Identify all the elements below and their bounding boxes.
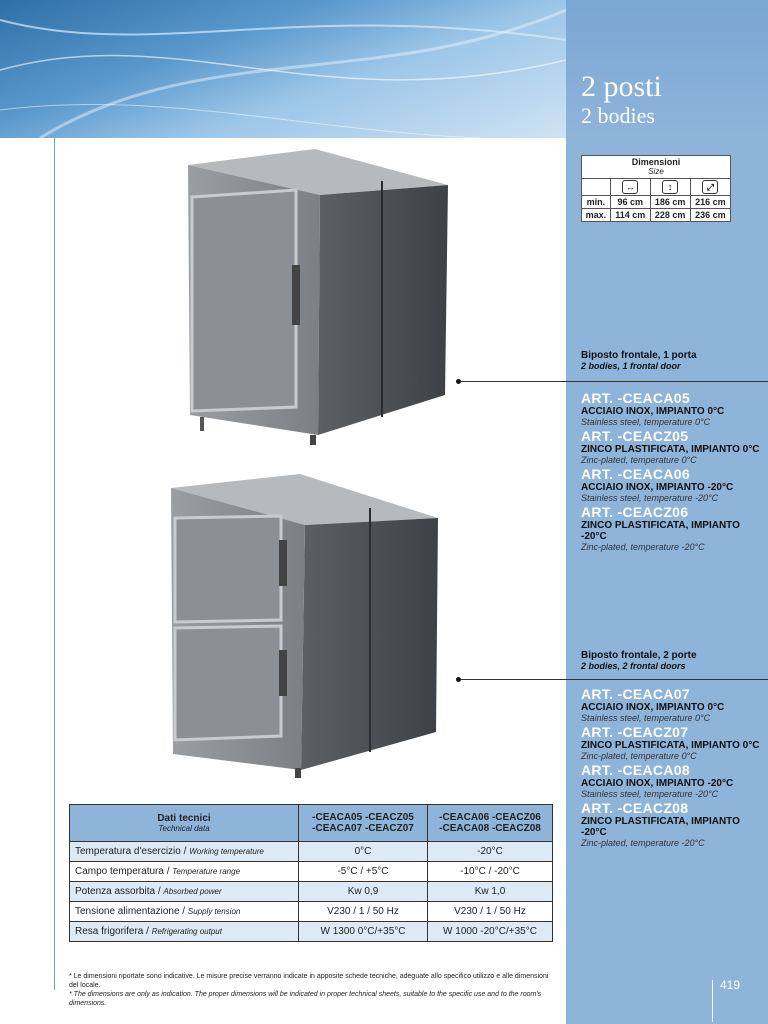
page-number: 419 (720, 978, 741, 992)
page-title: 2 posti (581, 70, 662, 103)
left-margin-rule (54, 138, 55, 990)
table-row: Campo temperatura / Temperature range -5… (69, 861, 553, 882)
depth-arrow-icon: ⤢ (702, 180, 719, 194)
callout-dot-2 (456, 677, 461, 682)
table-row: Temperatura d'esercizio / Working temper… (69, 841, 553, 862)
mortuary-fridge-1-door-image (188, 149, 448, 445)
footnotes: * Le dimensioni riportate sono indicativ… (69, 972, 559, 1008)
dimensions-row-min: min. 96 cm 186 cm 216 cm (581, 195, 732, 209)
footnote-en: * The dimensions are only as indication.… (69, 991, 542, 1007)
banner-swoosh-graphic (0, 8, 566, 138)
page-subtitle: 2 bodies (581, 103, 655, 128)
height-arrow-icon: ↕ (662, 180, 679, 194)
header-banner (0, 0, 566, 138)
callout-line-2 (460, 679, 768, 680)
dimensions-row-max: max. 114 cm 228 cm 236 cm (581, 208, 732, 222)
width-arrow-icon: ↔ (622, 180, 639, 194)
footnote-it: * Le dimensioni riportate sono indicativ… (69, 973, 549, 989)
mortuary-fridge-2-doors-image (171, 474, 438, 778)
callout-dot-1 (456, 379, 461, 384)
table-row: Tensione alimentazione / Supply tension … (69, 901, 553, 922)
callout-line-1 (460, 381, 768, 382)
table-row: Resa frigorifera / Refrigerating output … (69, 921, 553, 942)
table-row: Potenza assorbita / Absorbed power Kw 0,… (69, 881, 553, 902)
page-number-separator (712, 980, 713, 1022)
